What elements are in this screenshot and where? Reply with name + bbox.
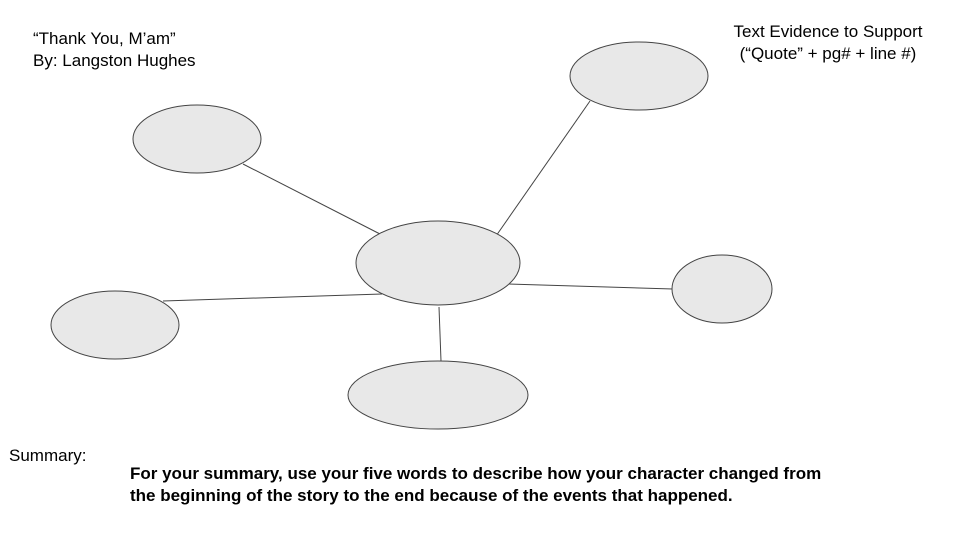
node-left[interactable]: [50, 290, 180, 360]
evidence-header: Text Evidence to Support (“Quote” + pg# …: [700, 21, 956, 65]
connector-right: [507, 283, 674, 290]
node-bottom[interactable]: [347, 360, 529, 430]
story-title: “Thank You, M’am”: [33, 29, 176, 48]
author-line: By: Langston Hughes: [33, 51, 196, 70]
connector-left: [162, 293, 383, 302]
connector-upper-right: [495, 100, 591, 237]
summary-instructions: For your summary, use your five words to…: [130, 463, 930, 507]
evidence-title: Text Evidence to Support: [733, 22, 923, 41]
node-right[interactable]: [671, 254, 773, 324]
connector-upper-left: [242, 163, 381, 235]
summary-label: Summary:: [9, 446, 87, 465]
node-center[interactable]: [355, 220, 521, 306]
summary-instructions-line-2: the beginning of the story to the end be…: [130, 486, 733, 505]
evidence-hint: (“Quote” + pg# + line #): [739, 44, 917, 63]
node-upper-right[interactable]: [569, 41, 709, 111]
node-upper-left[interactable]: [132, 104, 262, 174]
nodes: [50, 41, 773, 430]
story-title-block: “Thank You, M’am” By: Langston Hughes: [33, 28, 196, 72]
summary-instructions-line-1: For your summary, use your five words to…: [130, 464, 822, 483]
connector-bottom: [438, 306, 442, 362]
connector-lines: [162, 100, 674, 362]
